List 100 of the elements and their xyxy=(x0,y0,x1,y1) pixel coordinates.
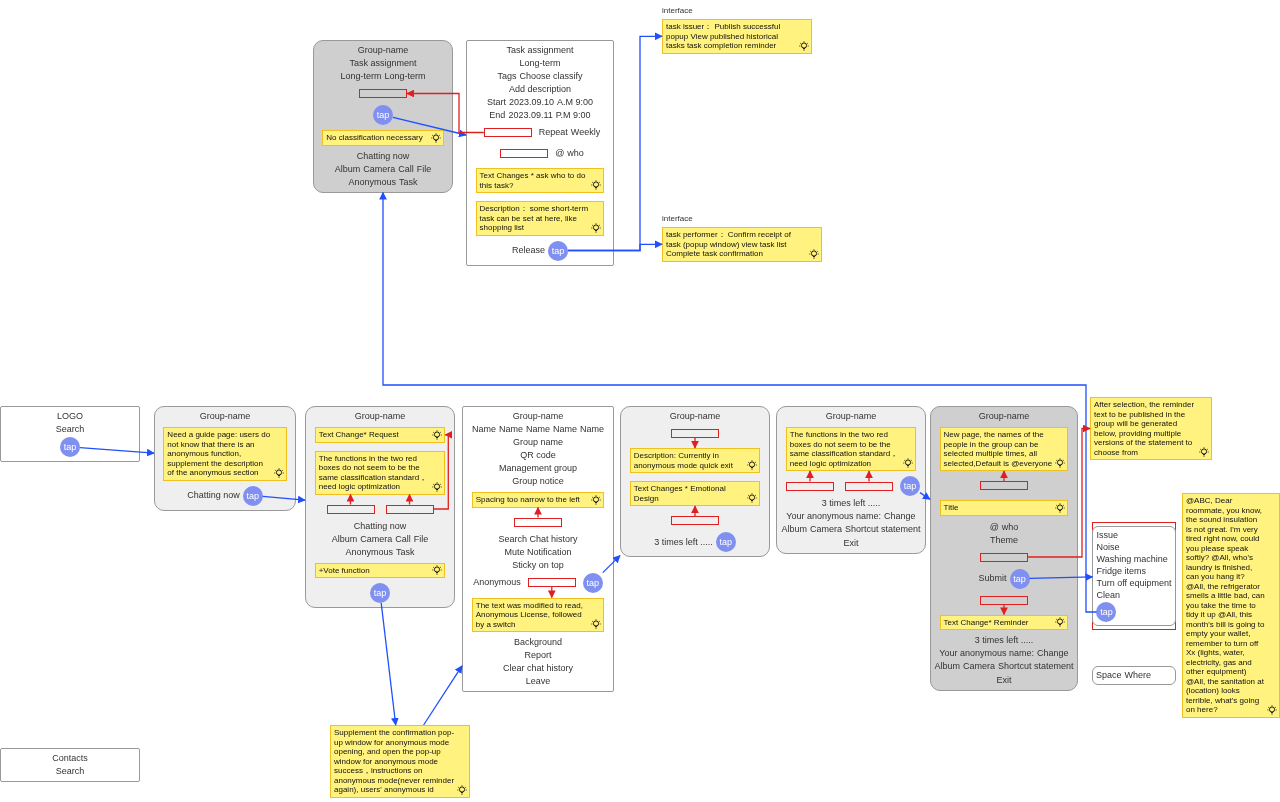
ui-text: Your anonymous name: xyxy=(786,511,882,522)
highlight-box xyxy=(671,429,719,438)
ui-text: Add description xyxy=(508,84,571,95)
ui-text: Start xyxy=(486,97,506,108)
ui-text: Washing machine xyxy=(1096,554,1168,565)
arrow xyxy=(1028,573,1094,581)
ui-text: Name xyxy=(498,424,523,435)
tap-indicator: tap xyxy=(1009,568,1030,589)
phone-screen xyxy=(462,406,614,692)
highlight-box xyxy=(527,578,576,587)
ui-text: Name xyxy=(471,424,496,435)
note-text: Text Changes * Emotional Design xyxy=(633,484,727,503)
ui-text: Noise xyxy=(1096,542,1120,553)
phone-screen xyxy=(776,406,926,554)
note-heading: interface xyxy=(662,6,694,16)
ui-text: Chatting now xyxy=(187,490,240,501)
ui-text: who xyxy=(1001,521,1019,533)
ui-text: Anonymous xyxy=(345,546,393,558)
ui-text: Contacts xyxy=(52,753,88,764)
ui-text: Task assignment xyxy=(506,45,574,56)
arrow xyxy=(691,437,699,449)
ui-text: Clear chat history xyxy=(503,663,573,674)
ui-text: Chatting now xyxy=(353,520,407,532)
arrow xyxy=(1000,470,1008,482)
ui-text: Weekly xyxy=(570,127,601,138)
ui-text: Camera xyxy=(363,163,396,175)
ui-text: Leave xyxy=(525,676,551,687)
highlight-box xyxy=(980,481,1028,490)
ui-text: Group-name xyxy=(825,411,877,422)
ui-text: Search xyxy=(55,766,85,777)
phone-screen xyxy=(0,406,140,462)
ui-text: Long-term xyxy=(384,71,426,82)
sticky-note xyxy=(163,427,287,481)
highlight-box xyxy=(786,481,834,491)
ui-text: 3 times left ..... xyxy=(974,635,1034,646)
sticky-note xyxy=(939,427,1069,471)
sticky-note xyxy=(471,492,605,508)
sticky-note xyxy=(1090,397,1212,460)
ui-text: Space xyxy=(1096,670,1122,681)
ui-text: Anonymous xyxy=(348,176,396,188)
ui-text: Long-term xyxy=(519,58,561,69)
ui-text: Issue xyxy=(1096,530,1118,541)
ui-text: Exit xyxy=(996,675,1012,686)
ui-text: Report xyxy=(524,650,552,661)
ui-text: P.M 9:00 xyxy=(555,110,591,121)
sticky-note xyxy=(785,427,917,471)
ui-text: Name xyxy=(580,424,605,435)
ui-text: Management group xyxy=(498,463,578,474)
sticky-note xyxy=(471,597,605,632)
ui-text: QR code xyxy=(520,450,556,461)
note-text: Text Change* Reminder xyxy=(943,617,1030,627)
ui-text: Release xyxy=(512,245,545,256)
phone-screen xyxy=(930,406,1078,691)
arrow xyxy=(919,491,931,500)
arrow xyxy=(380,602,399,726)
ui-text: Camera xyxy=(962,661,995,672)
note-text: task performer： Confirm receipt of task (popup window) view task list Complete task confirmation xyxy=(666,230,792,259)
tap-indicator: tap xyxy=(370,583,390,603)
arrow xyxy=(422,665,463,726)
arrow xyxy=(405,493,414,506)
arrow xyxy=(691,505,699,517)
ui-text: Repeat xyxy=(538,127,568,138)
note-text: Supplement the confirmation pop-up window for anonymous mode opening, and open the pop-up window for anonymous mode success，instructions on anonymous mode(never reminder again), users' anonymous id xyxy=(334,728,455,795)
ui-text: Background xyxy=(513,637,562,648)
ui-text: Chatting now xyxy=(356,150,410,162)
ui-text: Group-name xyxy=(669,411,721,422)
arrow xyxy=(602,554,621,574)
ui-text: Submit xyxy=(978,573,1007,584)
sticky-note xyxy=(1182,493,1280,718)
sticky-note xyxy=(314,450,446,495)
arrow xyxy=(79,447,155,457)
ui-text: Task xyxy=(396,546,415,558)
arrow xyxy=(1000,603,1008,616)
ui-text: Task xyxy=(399,176,418,188)
note-text: task issuer： Publish successful popup View published historical tasks task completion reminder xyxy=(666,22,782,51)
ui-text: End xyxy=(489,110,506,121)
ui-text: File xyxy=(416,163,432,175)
sticky-note xyxy=(314,562,446,578)
sticky-note xyxy=(629,448,761,473)
phone-screen xyxy=(154,406,296,511)
ui-text: File xyxy=(413,533,429,545)
ui-text: Turn off equipment xyxy=(1096,578,1172,589)
ui-text: Task assignment xyxy=(349,58,417,69)
ui-text: Choose classify xyxy=(519,71,583,82)
ui-text: Tags xyxy=(497,71,517,82)
ui-text: Group-name xyxy=(199,411,251,422)
note-heading: interface xyxy=(662,214,694,224)
ui-text: Change xyxy=(1037,648,1069,659)
phone-screen xyxy=(620,406,770,557)
ui-text: Camera xyxy=(360,533,393,545)
ui-text: Sticky on top xyxy=(512,559,564,571)
highlight-box xyxy=(980,595,1028,605)
ui-text: Group-name xyxy=(354,411,406,422)
note-text: Description： some short-term task can be set at here, like shopping list xyxy=(479,204,590,233)
tap-indicator: tap xyxy=(242,485,263,506)
note-text: New page, the names of the people in the group can be selected multiple times, all selected,Default is @everyone xyxy=(943,430,1054,468)
ui-text: Where xyxy=(1124,670,1152,681)
ui-text: who xyxy=(567,148,584,159)
ui-text: Album xyxy=(331,533,358,545)
highlight-box xyxy=(845,481,893,491)
